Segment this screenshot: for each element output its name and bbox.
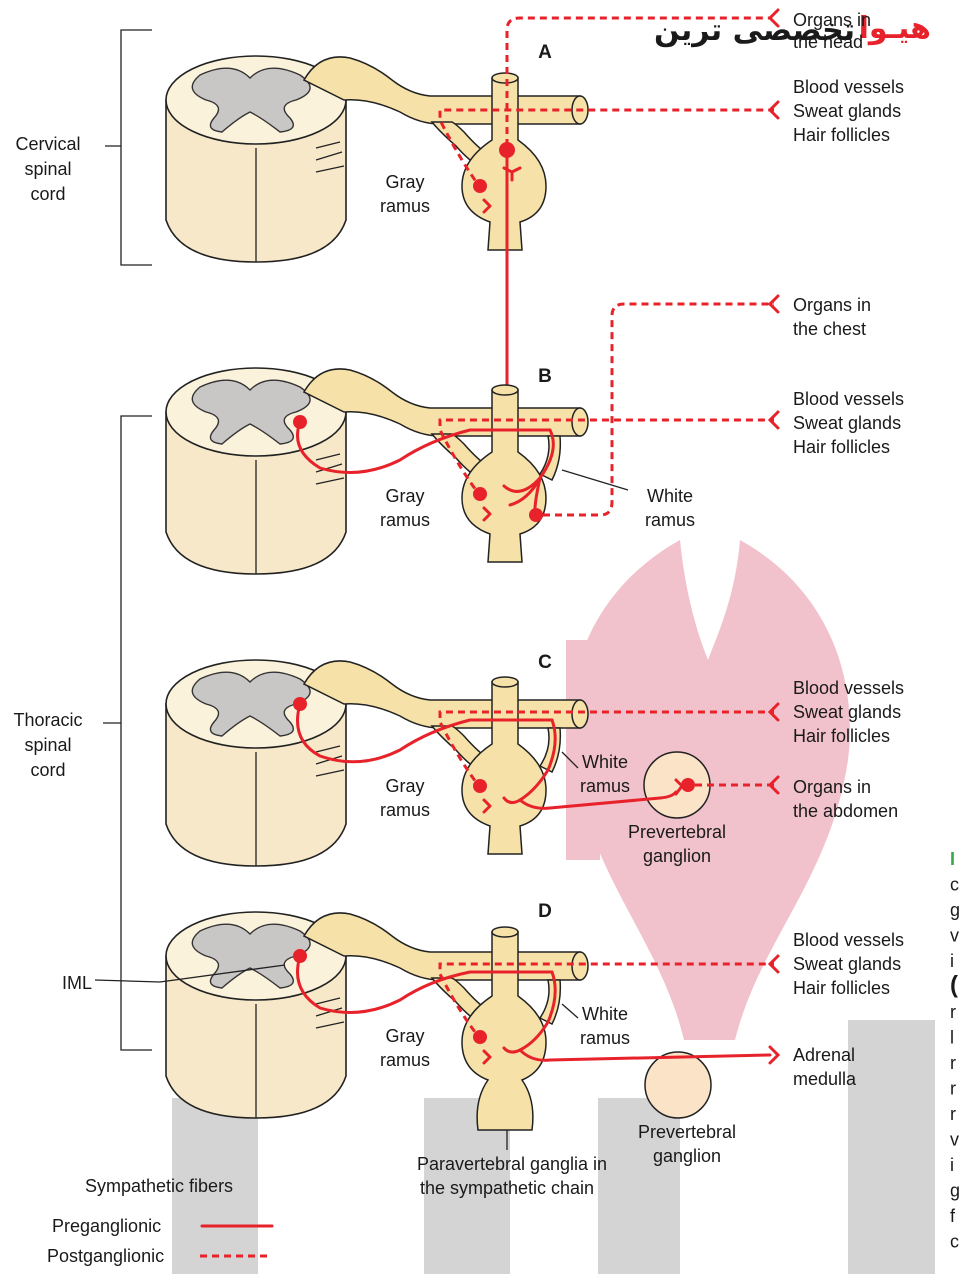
spinal-nerve-end xyxy=(572,408,588,436)
gray-ramus-label-2: ramus xyxy=(380,196,430,216)
target-skin-b-3: Hair follicles xyxy=(793,437,890,457)
prevertebral-label-2: ganglion xyxy=(643,846,711,866)
white-ramus-label-2: ramus xyxy=(580,1028,630,1048)
chain-top xyxy=(492,677,518,687)
target-head-1: Organs in xyxy=(793,10,871,30)
target-skin-a-3: Hair follicles xyxy=(793,125,890,145)
target-head-2: the head xyxy=(793,32,863,52)
target-abdomen-2: the abdomen xyxy=(793,801,898,821)
caption-fragment-letter: i xyxy=(950,951,954,971)
gray-ramus-label-2: ramus xyxy=(380,800,430,820)
caption-fragment-letter: l xyxy=(950,1028,954,1048)
gray-ramus-label-2: ramus xyxy=(380,1050,430,1070)
caption-fragment-letter: v xyxy=(950,926,959,946)
legend-post-label: Postganglionic xyxy=(47,1246,164,1266)
chain-top xyxy=(492,927,518,937)
caption-fragment-letter: g xyxy=(950,1181,960,1201)
prevertebral-ganglion xyxy=(645,1052,711,1118)
target-adrenal-1: Adrenal xyxy=(793,1045,855,1065)
gray-ramus-label-1: Gray xyxy=(385,486,424,506)
prevertebral-label-1: Prevertebral xyxy=(628,822,726,842)
spinal-nerve-end xyxy=(572,700,588,728)
gray-ramus-label-1: Gray xyxy=(385,172,424,192)
caption-fragment-letter: v xyxy=(950,1130,959,1150)
panel-letter-c: C xyxy=(538,652,552,673)
cervical-label-2: spinal xyxy=(24,159,71,179)
panel-letter-b: B xyxy=(538,366,552,387)
legend-title: Sympathetic fibers xyxy=(85,1176,233,1196)
target-abdomen-1: Organs in xyxy=(793,777,871,797)
caption-fragment-letter: r xyxy=(950,1053,956,1073)
panel-letter-a: A xyxy=(538,42,552,63)
caption-fragment-letter: g xyxy=(950,900,960,920)
target-adrenal-2: medulla xyxy=(793,1069,857,1089)
caption-fragment-letter: r xyxy=(950,1002,956,1022)
caption-fragment-letter: f xyxy=(950,1206,956,1226)
white-ramus-label-2: ramus xyxy=(645,510,695,530)
white-ramus-label-1: White xyxy=(582,1004,628,1024)
caption-fragment-letter: I xyxy=(950,849,955,869)
cervical-label-3: cord xyxy=(30,184,65,204)
target-skin-c-3: Hair follicles xyxy=(793,726,890,746)
panel-letter-d: D xyxy=(538,901,552,922)
target-skin-d-1: Blood vessels xyxy=(793,930,904,950)
panel-b: B Gray ramus White ramus Organs in the c… xyxy=(166,295,904,574)
watermark-swoosh-base xyxy=(566,640,600,860)
target-skin-b-2: Sweat glands xyxy=(793,413,901,433)
thoracic-label-3: cord xyxy=(30,760,65,780)
chain-top xyxy=(492,73,518,83)
synapse-chest xyxy=(529,508,543,522)
gray-ramus-label-1: Gray xyxy=(385,1026,424,1046)
white-ramus-label-2: ramus xyxy=(580,776,630,796)
target-skin-c-1: Blood vessels xyxy=(793,678,904,698)
thoracic-label-1: Thoracic xyxy=(13,710,82,730)
cervical-bracket: Cervical spinal cord xyxy=(15,30,152,265)
cervical-label-1: Cervical xyxy=(15,134,80,154)
target-skin-c-2: Sweat glands xyxy=(793,702,901,722)
prevertebral-label-1: Prevertebral xyxy=(638,1122,736,1142)
target-chest-1: Organs in xyxy=(793,295,871,315)
thoracic-label-2: spinal xyxy=(24,735,71,755)
spinal-nerve-end xyxy=(572,952,588,980)
chain-top xyxy=(492,385,518,395)
caption-fragment-letter: r xyxy=(950,1079,956,1099)
gray-ramus-label-1: Gray xyxy=(385,776,424,796)
target-skin-b-1: Blood vessels xyxy=(793,389,904,409)
caption-fragment-letter: c xyxy=(950,875,959,895)
caption-fragment-letter: ( xyxy=(950,972,958,999)
target-skin-d-3: Hair follicles xyxy=(793,978,890,998)
caption-fragment-letter: r xyxy=(950,1104,956,1124)
target-skin-a-1: Blood vessels xyxy=(793,77,904,97)
legend-pre-label: Preganglionic xyxy=(52,1216,161,1236)
iml-label: IML xyxy=(62,973,92,993)
caption-fragment-letter: i xyxy=(950,1155,954,1175)
gray-ramus-label-2: ramus xyxy=(380,510,430,530)
thoracic-bracket: Thoracic spinal cord xyxy=(13,416,152,1050)
chain-label-1: Paravertebral ganglia in xyxy=(417,1154,607,1174)
target-skin-d-2: Sweat glands xyxy=(793,954,901,974)
white-ramus-label-1: White xyxy=(582,752,628,772)
chain-label-2: the sympathetic chain xyxy=(420,1178,594,1198)
caption-fragment-letter: c xyxy=(950,1232,959,1252)
target-chest-2: the chest xyxy=(793,319,866,339)
target-skin-a-2: Sweat glands xyxy=(793,101,901,121)
prevertebral-label-2: ganglion xyxy=(653,1146,721,1166)
white-ramus-label-1: White xyxy=(647,486,693,506)
watermark-bar-far xyxy=(848,1020,935,1274)
